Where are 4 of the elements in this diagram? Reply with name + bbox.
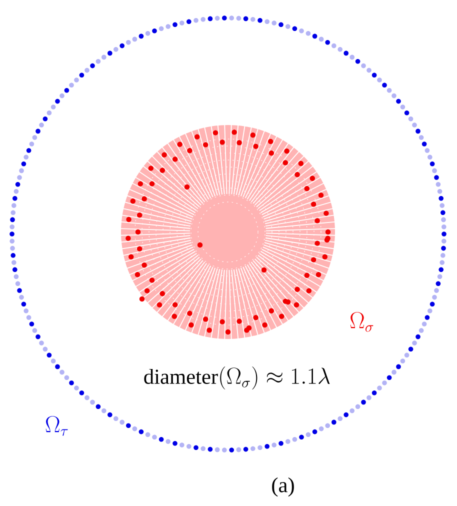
diameter-annotation: $\mathrm{diameter}(\Omega_\sigma) \approx 1.1\lambda$ [144,366,330,390]
subfigure-label: (a) [272,477,294,497]
region-label: $\Omega_\tau$ [46,416,68,436]
region-label: $\Omega_\sigma$ [350,312,374,332]
